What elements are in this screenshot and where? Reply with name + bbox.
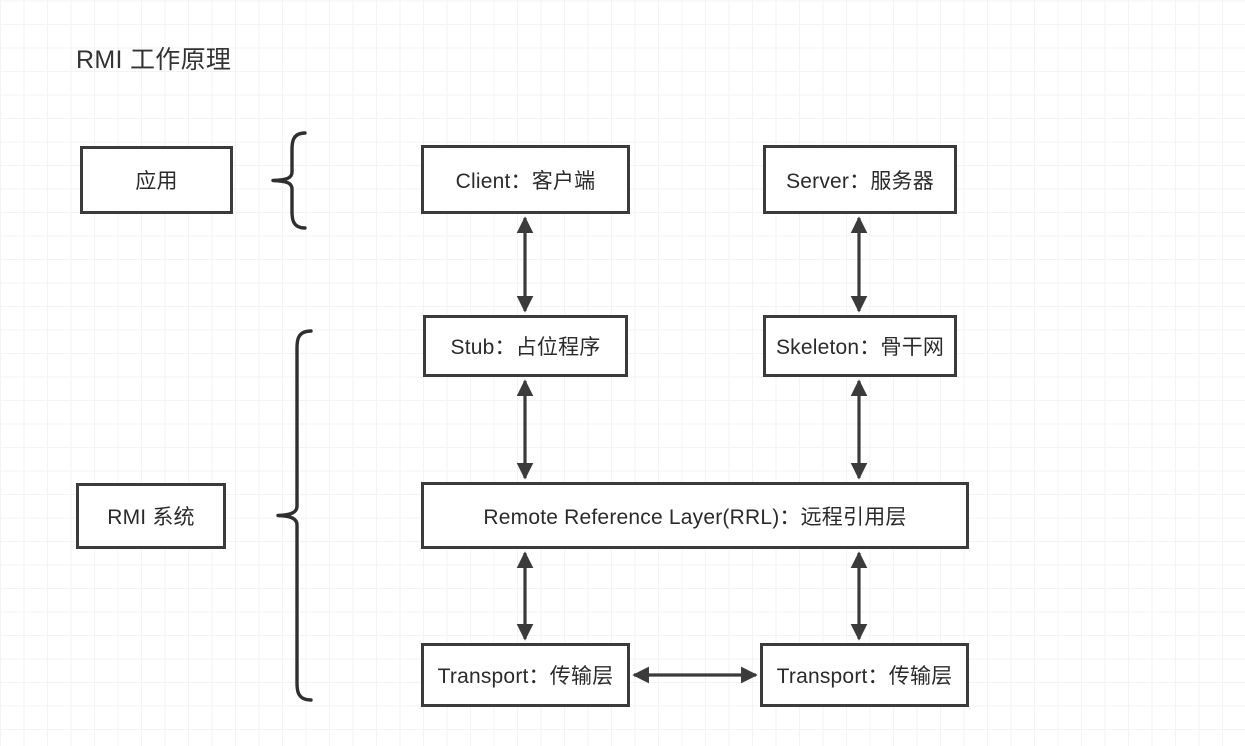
node-box-rrl-label: Remote Reference Layer(RRL)：远程引用层 <box>483 505 907 529</box>
node-box-client-label: Client：客户端 <box>455 169 596 193</box>
node-box-rrl[interactable]: Remote Reference Layer(RRL)：远程引用层 <box>421 482 969 549</box>
node-box-skeleton[interactable]: Skeleton：骨干网 <box>763 315 957 377</box>
node-box-transport-server[interactable]: Transport：传输层 <box>760 643 969 707</box>
page-title: RMI 工作原理 <box>76 46 232 74</box>
layer-box-rmi-system[interactable]: RMI 系统 <box>76 483 226 549</box>
node-box-client[interactable]: Client：客户端 <box>421 145 630 214</box>
layer-box-rmi-system-label: RMI 系统 <box>107 506 195 529</box>
brace-rmi-system <box>276 329 313 702</box>
node-box-transport-server-label: Transport：传输层 <box>776 665 953 688</box>
node-box-transport-client-label: Transport：传输层 <box>437 665 614 688</box>
node-box-skeleton-label: Skeleton：骨干网 <box>775 336 945 359</box>
node-box-server-label: Server：服务器 <box>786 169 934 193</box>
layer-box-application[interactable]: 应用 <box>80 146 233 214</box>
node-box-stub-label: Stub：占位程序 <box>450 336 601 359</box>
node-box-transport-client[interactable]: Transport：传输层 <box>421 643 630 707</box>
node-box-stub[interactable]: Stub：占位程序 <box>423 315 628 377</box>
brace-application <box>271 131 307 230</box>
node-box-server[interactable]: Server：服务器 <box>763 145 957 214</box>
layer-box-application-label: 应用 <box>135 170 178 193</box>
